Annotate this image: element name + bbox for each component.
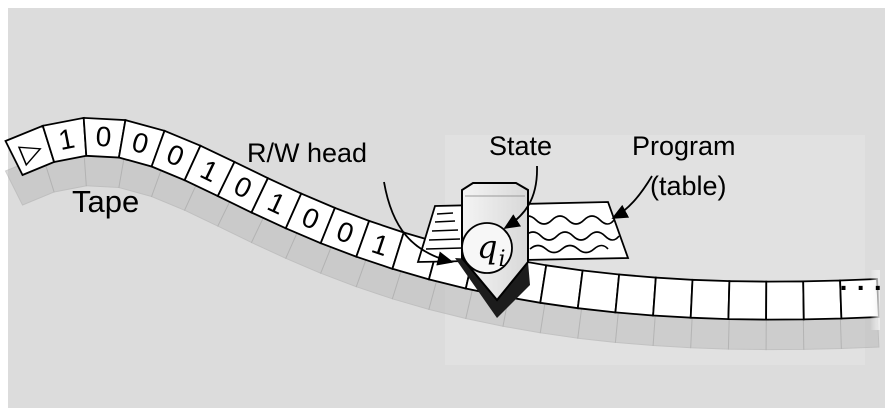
tape-ellipsis: · · · (840, 272, 884, 303)
tape-cell (576, 269, 621, 314)
rw-head-arrow (383, 181, 454, 266)
tape-cell (539, 264, 584, 310)
program-arrow (611, 175, 653, 219)
tape-cell (652, 276, 694, 319)
tape-fade (780, 270, 880, 330)
tape-cell (689, 278, 731, 321)
state-label: State (489, 131, 552, 161)
tape-symbol: 0 (95, 121, 112, 153)
state-symbol: qi (477, 228, 506, 272)
program-label: Program (632, 131, 736, 161)
tape-symbol: 1 (56, 123, 77, 156)
state-circle (461, 222, 513, 274)
state-arrow (503, 165, 538, 229)
rw-head-label: R/W head (247, 138, 367, 168)
program-sublabel: (table) (650, 171, 727, 201)
tape-cell (727, 280, 768, 321)
tape-cell (614, 273, 657, 317)
rw-head: qi (455, 182, 530, 318)
tape-label: Tape (72, 184, 139, 219)
